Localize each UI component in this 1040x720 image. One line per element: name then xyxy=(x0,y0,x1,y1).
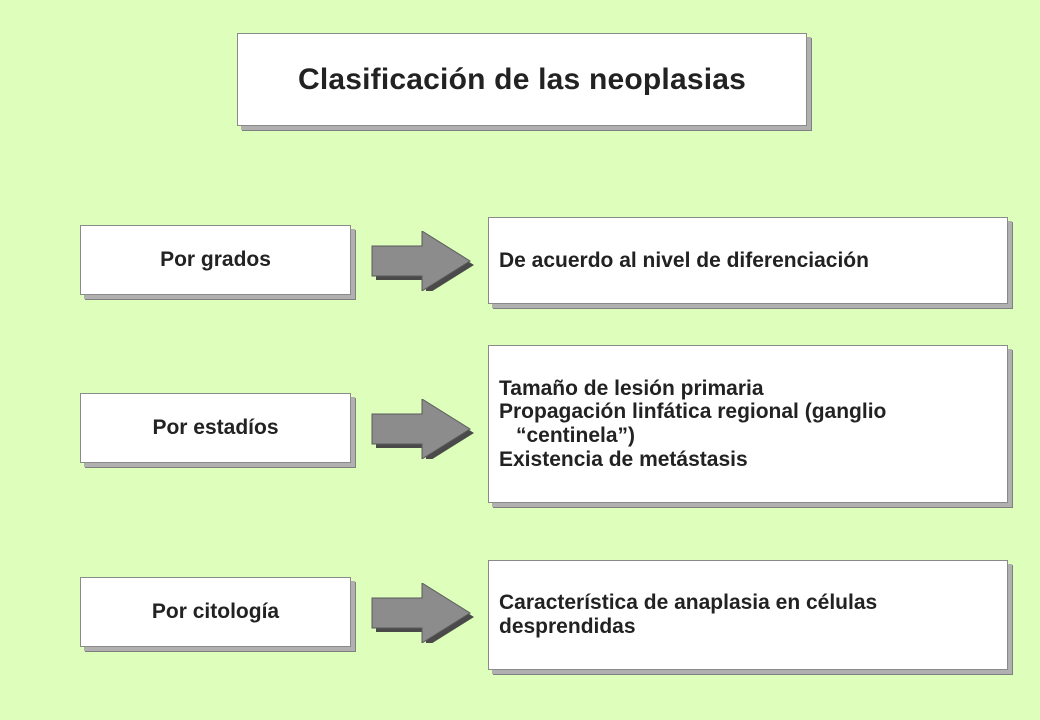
category-label: Por grados xyxy=(160,248,271,271)
description-line: Propagación linfática regional (ganglio xyxy=(499,400,887,424)
diagram-title: Clasificación de las neoplasias xyxy=(297,62,747,96)
category-box-estadios: Por estadíos xyxy=(80,393,351,463)
description-line: Tamaño de lesión primaria xyxy=(499,376,764,400)
category-box-grados: Por grados xyxy=(80,225,351,295)
right-arrow-icon xyxy=(371,399,474,459)
description-box-citologia: Característica de anaplasia en células d… xyxy=(488,560,1008,670)
description-box-grados: De acuerdo al nivel de diferenciación xyxy=(488,217,1008,304)
right-arrow-icon xyxy=(371,231,474,291)
description-line: “centinela”) xyxy=(516,424,636,447)
description-line: Característica de anaplasia en células xyxy=(499,591,878,615)
description-line: desprendidas xyxy=(499,615,636,638)
description-line: De acuerdo al nivel de diferenciación xyxy=(499,248,869,272)
right-arrow-icon xyxy=(371,583,474,643)
diagram-title-box: Clasificación de las neoplasias xyxy=(237,33,807,126)
description-box-estadios: Tamaño de lesión primaria Propagación li… xyxy=(488,345,1008,503)
category-label: Por citología xyxy=(151,600,280,623)
description-line: Existencia de metástasis xyxy=(499,447,748,471)
category-label: Por estadíos xyxy=(152,416,279,439)
category-box-citologia: Por citología xyxy=(80,577,351,647)
